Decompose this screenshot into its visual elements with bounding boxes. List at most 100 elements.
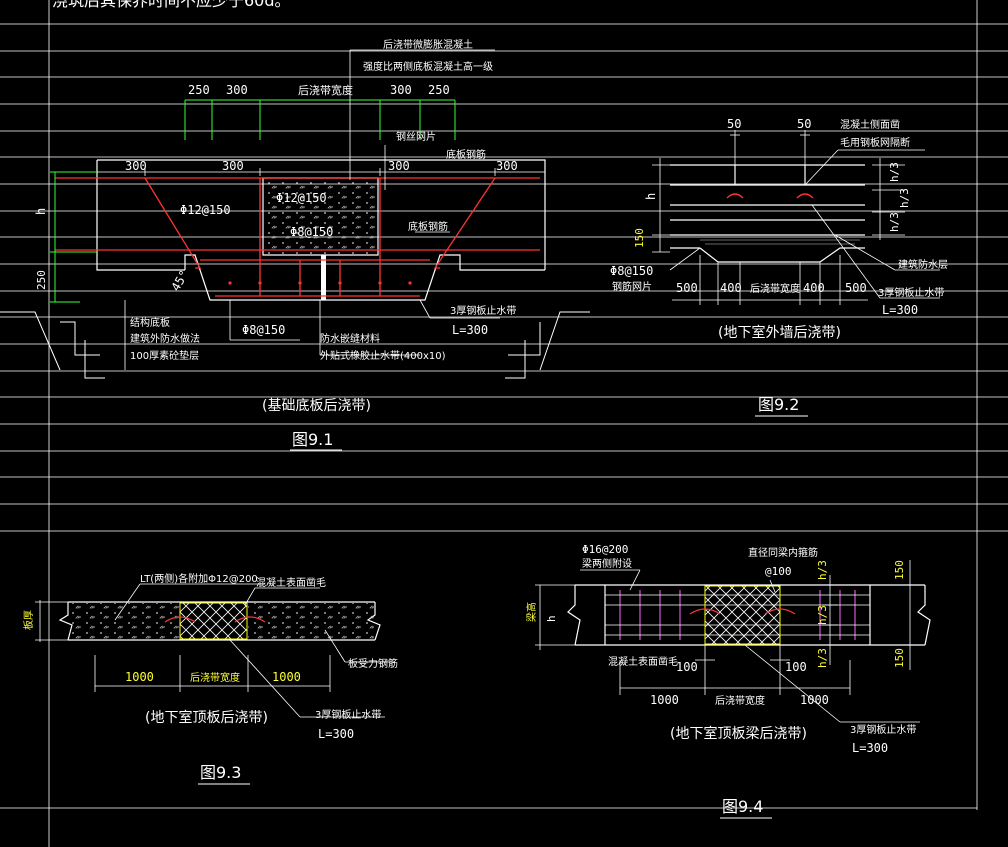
fig91-note2: 强度比两侧底板混凝土高一级 xyxy=(363,60,493,73)
fig91-pour-strip-hatch xyxy=(264,179,377,254)
fig91-dim-300-right: 300 xyxy=(390,83,412,97)
fig92-h3c: h/3 xyxy=(888,212,901,232)
fig93-label-lt: LT(两侧)各附加Φ12@200 xyxy=(140,572,258,585)
fig93-rebar xyxy=(164,616,266,623)
fig91-wp1: 防水嵌缝材料 xyxy=(320,332,380,345)
fig93-dim-strip: 后浇带宽度 xyxy=(190,671,240,684)
figure-9-2: 50 50 混凝土侧面凿 毛用钢板网隔断 h/3 h/3 h/3 h 150 Φ… xyxy=(610,117,948,417)
fig92-d50a: 50 xyxy=(727,117,741,131)
fig94-lbl1: Φ16@200 xyxy=(582,543,628,556)
fig94-dim-strip: 后浇带宽度 xyxy=(715,694,765,707)
fig92-dim-500-left: 500 xyxy=(676,281,698,295)
fig92-dim-strip: 后浇带宽度 xyxy=(750,282,800,295)
fig92-hatch xyxy=(700,239,860,245)
fig92-figno: 图9.2 xyxy=(758,395,799,414)
fig91-struct1: 结构底板 xyxy=(130,316,170,329)
fig94-lbl3: 直径同梁内箍筋 xyxy=(748,546,818,559)
fig93-caption: (地下室顶板后浇带) xyxy=(145,709,268,726)
fig93-label-rough: 混凝土表面凿毛 xyxy=(256,576,326,589)
fig91-bar-center2: Φ8@150 xyxy=(290,225,333,239)
figure-9-1: 后浇带微膨胀混凝土 强度比两侧底板混凝土高一级 250 300 后浇带宽度 30… xyxy=(0,38,590,451)
fig93-ws2: L=300 xyxy=(318,727,354,741)
fig91-waterstop2: L=300 xyxy=(452,323,488,337)
fig91-angle: 45° xyxy=(168,268,191,294)
figure-9-3: LT(两侧)各附加Φ12@200 混凝土表面凿毛 板厚 板受力钢筋 1000 后… xyxy=(22,572,398,785)
fig92-h3a: h/3 xyxy=(888,162,901,182)
fig91-dim-mid-3: 300 xyxy=(388,159,410,173)
fig91-rebar xyxy=(55,177,540,297)
fig91-bar-bottom: Φ8@150 xyxy=(242,323,285,337)
fig92-wall-outline xyxy=(670,164,865,263)
fig91-figno: 图9.1 xyxy=(292,430,333,449)
figure-9-4: Φ16@200 梁两侧附设 直径同梁内箍筋 @100 梁高 h h/3 h/3 … xyxy=(525,543,931,819)
fig92-note1: 混凝土侧面凿 xyxy=(840,118,900,131)
fig93-right-hatch xyxy=(248,603,374,639)
fig92-mesh1: Φ8@150 xyxy=(610,264,653,278)
fig94-d100b: 100 xyxy=(785,660,807,674)
fig91-note1: 后浇带微膨胀混凝土 xyxy=(383,38,473,51)
fig92-d50b: 50 xyxy=(797,117,811,131)
fig91-wp2: 外贴式橡胶止水带(400x10) xyxy=(320,349,446,362)
fig92-wp: 建筑防水层 xyxy=(898,258,948,271)
fig93-ws1: 3厚钢板止水带 xyxy=(315,708,381,721)
fig92-dimensions xyxy=(652,130,940,305)
fig94-d150a: 150 xyxy=(893,560,906,580)
fig91-h-label: h xyxy=(34,208,48,215)
fig94-ws1: 3厚钢板止水带 xyxy=(850,723,916,736)
fig91-mesh-label: 钢丝网片 xyxy=(396,130,436,143)
header-text: 浇筑后其保养时间不应少于60d。 xyxy=(52,0,291,10)
fig91-rebar-dots xyxy=(228,281,412,285)
fig91-struct3: 100厚素砼垫层 xyxy=(130,349,199,362)
fig92-h3b: h/3 xyxy=(898,188,911,208)
fig94-h: h xyxy=(545,615,558,622)
fig94-stirrups xyxy=(619,590,856,640)
fig93-label-net: 板受力钢筋 xyxy=(348,657,398,670)
fig94-ws2: L=300 xyxy=(852,741,888,755)
fig94-h3c: h/3 xyxy=(816,648,829,668)
fig91-dim-mid-2: 300 xyxy=(222,159,244,173)
fig91-dim-300-left: 300 xyxy=(226,83,248,97)
fig94-lbl4: @100 xyxy=(765,565,792,578)
fig91-dimensions xyxy=(50,99,456,303)
fig91-bottom-bar-label-2: 底板钢筋 xyxy=(408,220,448,233)
fig92-caption: (地下室外墙后浇带) xyxy=(718,324,841,341)
fig92-rebar-arcs xyxy=(726,193,814,199)
fig94-dim-1000-right: 1000 xyxy=(800,693,829,707)
fig93-dim-1000-left: 1000 xyxy=(125,670,154,684)
fig91-waterstop-plate xyxy=(321,255,326,300)
fig91-dim-lines-white xyxy=(97,49,545,370)
fig92-h: h xyxy=(644,193,658,200)
fig91-bar-left: Φ12@150 xyxy=(180,203,231,217)
fig93-figno: 图9.3 xyxy=(200,763,241,782)
fig91-bar-center1: Φ12@150 xyxy=(276,191,327,205)
fig94-dim-1000-left: 1000 xyxy=(650,693,679,707)
fig91-bottom-bar-label: 底板钢筋 xyxy=(446,148,486,161)
fig91-dim-250-right: 250 xyxy=(428,83,450,97)
fig94-d100a: 100 xyxy=(676,660,698,674)
fig91-dim-mid-4: 300 xyxy=(496,159,518,173)
fig91-dim-strip-width: 后浇带宽度 xyxy=(298,83,353,97)
fig94-h3a: h/3 xyxy=(816,560,829,580)
fig91-break-symbols xyxy=(0,311,590,379)
fig94-lbl2: 梁两侧附设 xyxy=(582,557,632,570)
fig92-dim-500-right: 500 xyxy=(845,281,867,295)
fig94-rough: 混凝土表面凿毛 xyxy=(608,655,678,668)
fig92-d150: 150 xyxy=(633,228,646,248)
fig94-pour-strip xyxy=(704,585,781,645)
fig91-250-label: 250 xyxy=(35,270,48,290)
fig94-d150b: 150 xyxy=(893,648,906,668)
fig92-ws1: 3厚钢板止水带 xyxy=(878,286,944,299)
fig92-ws2: L=300 xyxy=(882,303,918,317)
fig93-leaders xyxy=(35,583,395,718)
fig91-struct2: 建筑外防水做法 xyxy=(130,332,200,345)
fig94-leaders xyxy=(535,560,920,723)
fig92-dim-400-left: 400 xyxy=(720,281,742,295)
fig92-note2: 毛用钢板网隔断 xyxy=(840,136,910,149)
fig94-beam-height: 梁高 xyxy=(525,602,538,622)
fig91-waterstop1: 3厚钢板止水带 xyxy=(450,304,516,317)
fig93-thick: 板厚 xyxy=(22,610,35,630)
fig91-dim-mid-1: 300 xyxy=(125,159,147,173)
fig93-dim-1000-right: 1000 xyxy=(272,670,301,684)
